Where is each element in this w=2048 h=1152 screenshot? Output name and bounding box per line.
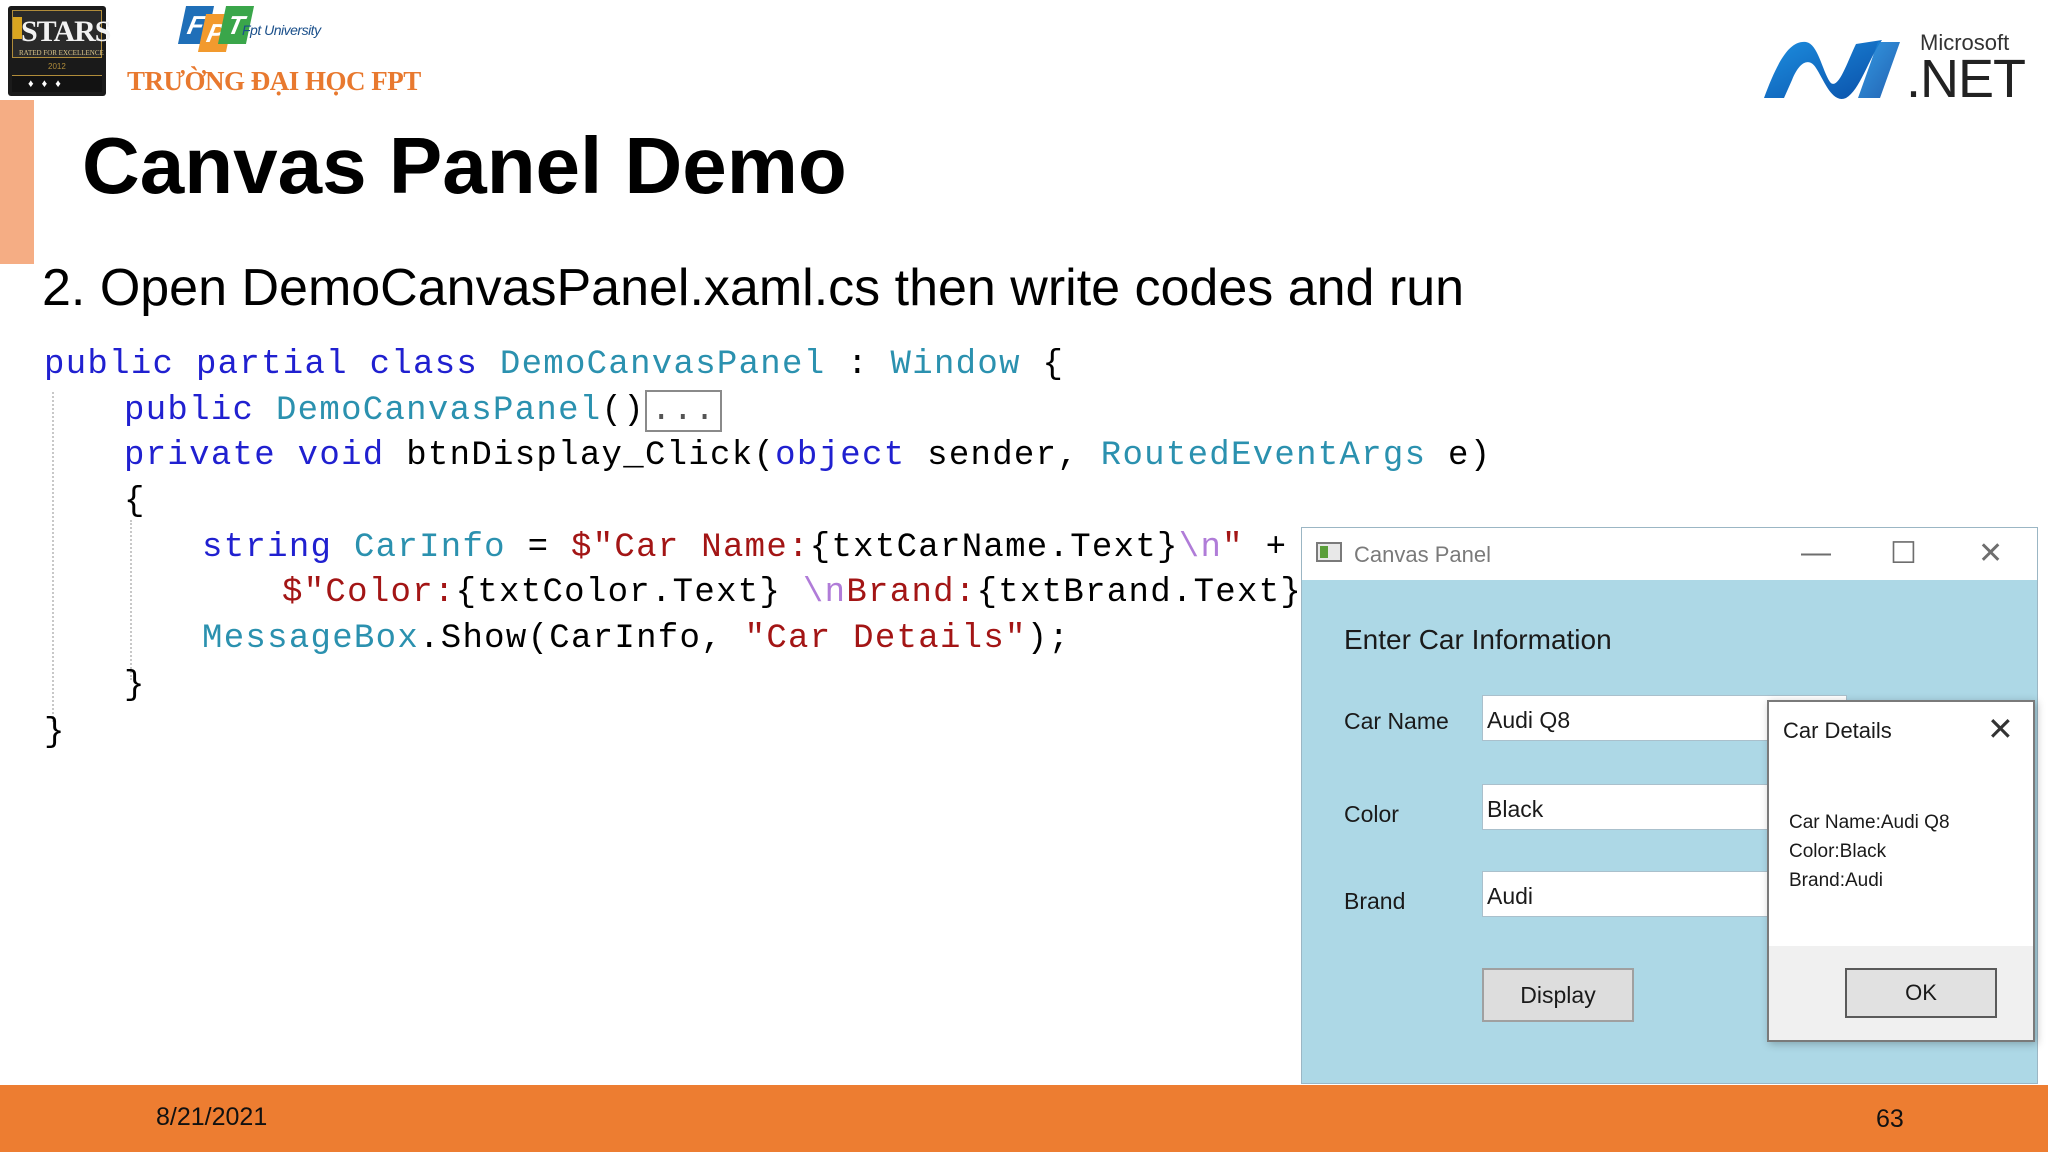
collapsed-region-button[interactable]: ... xyxy=(644,390,723,432)
code-line-4: { xyxy=(124,483,146,521)
code-token: RoutedEventArgs xyxy=(1100,437,1427,475)
code-token: partial xyxy=(195,346,348,384)
code-token: sender, xyxy=(905,437,1101,475)
page-number: 63 xyxy=(1876,1105,1904,1133)
code-token: : xyxy=(825,346,891,384)
title-accent-bar xyxy=(0,100,34,264)
code-line-2: public DemoCanvasPanel()... xyxy=(124,390,723,432)
maximize-button[interactable]: ☐ xyxy=(1890,537,1917,570)
code-token: class xyxy=(369,346,479,384)
code-token: public xyxy=(124,392,255,430)
code-line-5: string CarInfo = $"Car Name:{txtCarName.… xyxy=(202,529,1287,567)
form-heading: Enter Car Information xyxy=(1344,624,1612,655)
code-token: void xyxy=(297,437,385,475)
code-token: .Show(CarInfo, xyxy=(419,620,745,658)
code-token: public xyxy=(44,346,175,384)
code-token: \n xyxy=(1178,529,1223,567)
messagebox-line: Brand:Audi xyxy=(1789,870,1884,891)
color-label: Color xyxy=(1344,801,1399,827)
code-token: Brand: xyxy=(846,574,977,612)
messagebox-footer: OK xyxy=(1769,946,2033,1040)
dotnet-wave-icon xyxy=(1764,40,1900,99)
messagebox-title: Car Details xyxy=(1783,718,1892,743)
indent-guide xyxy=(52,392,54,722)
fpt-university-text: Fpt University xyxy=(242,22,321,38)
code-token: private xyxy=(124,437,276,475)
code-line-7: MessageBox.Show(CarInfo, "Car Details"); xyxy=(202,620,1070,658)
code-token: ); xyxy=(1026,620,1071,658)
code-line-3: private void btnDisplay_Click(object sen… xyxy=(124,437,1491,475)
messagebox-close-button[interactable]: ✕ xyxy=(1987,711,2014,747)
code-token: object xyxy=(775,437,906,475)
code-token: {txtColor.Text} xyxy=(455,574,803,612)
brand-label: Brand xyxy=(1344,888,1406,914)
microsoft-text: Microsoft xyxy=(1920,30,2010,55)
slide-subtitle: 2. Open DemoCanvasPanel.xaml.cs then wri… xyxy=(42,259,1465,317)
code-token: "Car Details" xyxy=(744,620,1027,658)
code-line-6: $"Color:{txtColor.Text} \nBrand:{txtBran… xyxy=(282,574,1346,612)
stars-logo: STARS RATED FOR EXCELLENCE 2012 ♦♦♦ xyxy=(8,6,111,96)
code-token: } xyxy=(124,667,146,705)
stars-logo-dots: ♦♦♦ xyxy=(28,78,69,90)
messagebox-line: Car Name:Audi Q8 xyxy=(1789,812,1950,833)
code-token: DemoCanvasPanel xyxy=(499,346,826,384)
code-token: { xyxy=(1020,346,1065,384)
code-token: e) xyxy=(1426,437,1492,475)
code-token: string xyxy=(202,529,333,567)
code-token: {txtCarName.Text} xyxy=(809,529,1179,567)
window-titlebar[interactable]: Canvas Panel — ☐ ✕ xyxy=(1302,528,2037,580)
code-token: $"Car Name: xyxy=(571,529,810,567)
footer-bar: 8/21/2021 63 xyxy=(0,1085,2048,1152)
window-app-icon xyxy=(1316,542,1342,562)
car-name-label: Car Name xyxy=(1344,708,1449,734)
footer-date: 8/21/2021 xyxy=(156,1103,268,1131)
indent-guide xyxy=(130,520,132,680)
slide-title: Canvas Panel Demo xyxy=(82,121,847,210)
code-token: + xyxy=(1243,529,1288,567)
code-token: Window xyxy=(890,346,1021,384)
minimize-button[interactable]: — xyxy=(1801,536,1831,569)
stars-logo-panel: STARS RATED FOR EXCELLENCE xyxy=(12,10,111,58)
car-details-messagebox: Car Details ✕ Car Name:Audi Q8 Color:Bla… xyxy=(1767,700,2035,1042)
fpt-school-name: TRƯỜNG ĐẠI HỌC FPT xyxy=(127,66,421,96)
display-button[interactable]: Display xyxy=(1482,968,1634,1022)
code-token: DemoCanvasPanel xyxy=(275,392,602,430)
code-token: {txtBrand.Text} xyxy=(976,574,1303,612)
net-text: .NET xyxy=(1906,49,2026,109)
code-token: } xyxy=(44,714,66,752)
code-token: " xyxy=(1222,529,1244,567)
stars-logo-subtext: RATED FOR EXCELLENCE xyxy=(19,49,104,57)
code-token: () xyxy=(601,392,645,430)
messagebox-line: Color:Black xyxy=(1789,841,1887,862)
code-line-8: } xyxy=(124,667,146,705)
stars-logo-bar xyxy=(12,75,102,92)
close-button[interactable]: ✕ xyxy=(1978,537,2004,570)
code-token: MessageBox xyxy=(202,620,420,658)
code-token: = xyxy=(505,529,572,567)
code-line-9: } xyxy=(44,714,66,752)
stars-logo-middle xyxy=(12,60,102,74)
code-token: CarInfo xyxy=(353,529,506,567)
code-token: btnDisplay_Click( xyxy=(406,437,776,475)
code-token: $"Color: xyxy=(282,574,456,612)
stars-logo-word: STARS xyxy=(21,15,111,48)
stars-logo-mark xyxy=(13,17,22,39)
code-line-1: public partial class DemoCanvasPanel : W… xyxy=(44,346,1064,384)
code-token: { xyxy=(124,483,146,521)
code-token: \n xyxy=(802,574,847,612)
ok-button[interactable]: OK xyxy=(1845,968,1997,1018)
stars-logo-year: 2012 xyxy=(48,62,66,71)
window-title: Canvas Panel xyxy=(1354,542,1491,567)
